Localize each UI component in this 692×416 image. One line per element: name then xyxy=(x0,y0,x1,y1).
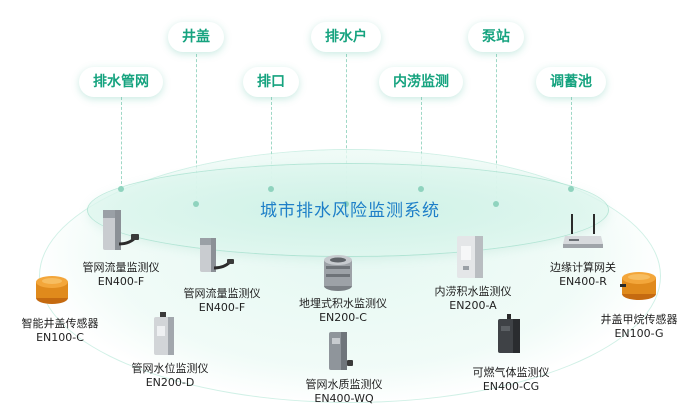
connector-dot-paishuiguanwang xyxy=(118,186,124,192)
connector-jinggai xyxy=(196,54,197,204)
methane-sensor-image xyxy=(620,272,656,300)
connector-bengzhan xyxy=(496,54,497,204)
flow-meter-right-image xyxy=(200,238,234,272)
connector-paishuihu xyxy=(346,54,347,204)
water-level-meter-label: 管网水位监测仪 EN200-D xyxy=(131,362,209,389)
connector-dot-neilaojiance xyxy=(418,186,424,192)
connector-dot-jinggai xyxy=(193,201,199,207)
system-ring-inner xyxy=(88,164,608,256)
flow-meter-left-label: 管网流量监测仪 EN400-F xyxy=(82,261,160,288)
water-quality-meter-label: 管网水质监测仪 EN400-WQ xyxy=(305,378,383,405)
connector-paikou xyxy=(271,97,272,189)
category-jinggai: 井盖 xyxy=(168,22,224,52)
connector-tiaoxuchi xyxy=(571,97,572,189)
methane-sensor-label: 井盖甲烷传感器 EN100-G xyxy=(600,313,678,340)
connector-dot-paishuihu xyxy=(343,201,349,207)
gas-meter-label: 可燃气体监测仪 EN400-CG xyxy=(472,366,550,393)
buried-water-meter-label: 地埋式积水监测仪 EN200-C xyxy=(299,297,387,324)
flow-meter-right-label: 管网流量监测仪 EN400-F xyxy=(183,287,261,314)
system-title: 城市排水风险监测系统 xyxy=(260,201,440,221)
connector-neilaojiance xyxy=(421,97,422,189)
connector-paishuiguanwang xyxy=(121,97,122,189)
edge-gateway-image xyxy=(563,214,603,248)
buried-water-meter-image xyxy=(324,255,352,291)
category-paishuihu: 排水户 xyxy=(311,22,381,52)
category-paikou: 排口 xyxy=(243,67,299,97)
connector-dot-bengzhan xyxy=(493,201,499,207)
connector-dot-tiaoxuchi xyxy=(568,186,574,192)
waterlogging-meter-image xyxy=(457,236,483,278)
category-bengzhan: 泵站 xyxy=(468,22,524,52)
manhole-sensor-label: 智能井盖传感器 EN100-C xyxy=(21,317,99,344)
water-quality-meter-image xyxy=(329,332,353,370)
water-level-meter-image xyxy=(154,312,174,355)
flow-meter-left-image xyxy=(103,210,139,250)
connector-dot-paikou xyxy=(268,186,274,192)
category-paishuiguanwang: 排水管网 xyxy=(79,67,163,97)
category-tiaoxuchi: 调蓄池 xyxy=(536,67,606,97)
edge-gateway-label: 边缘计算网关 EN400-R xyxy=(550,261,616,288)
waterlogging-meter-label: 内涝积水监测仪 EN200-A xyxy=(434,285,512,312)
gas-meter-image xyxy=(498,314,520,353)
manhole-sensor-image xyxy=(36,276,68,304)
category-neilaojiance: 内涝监测 xyxy=(379,67,463,97)
